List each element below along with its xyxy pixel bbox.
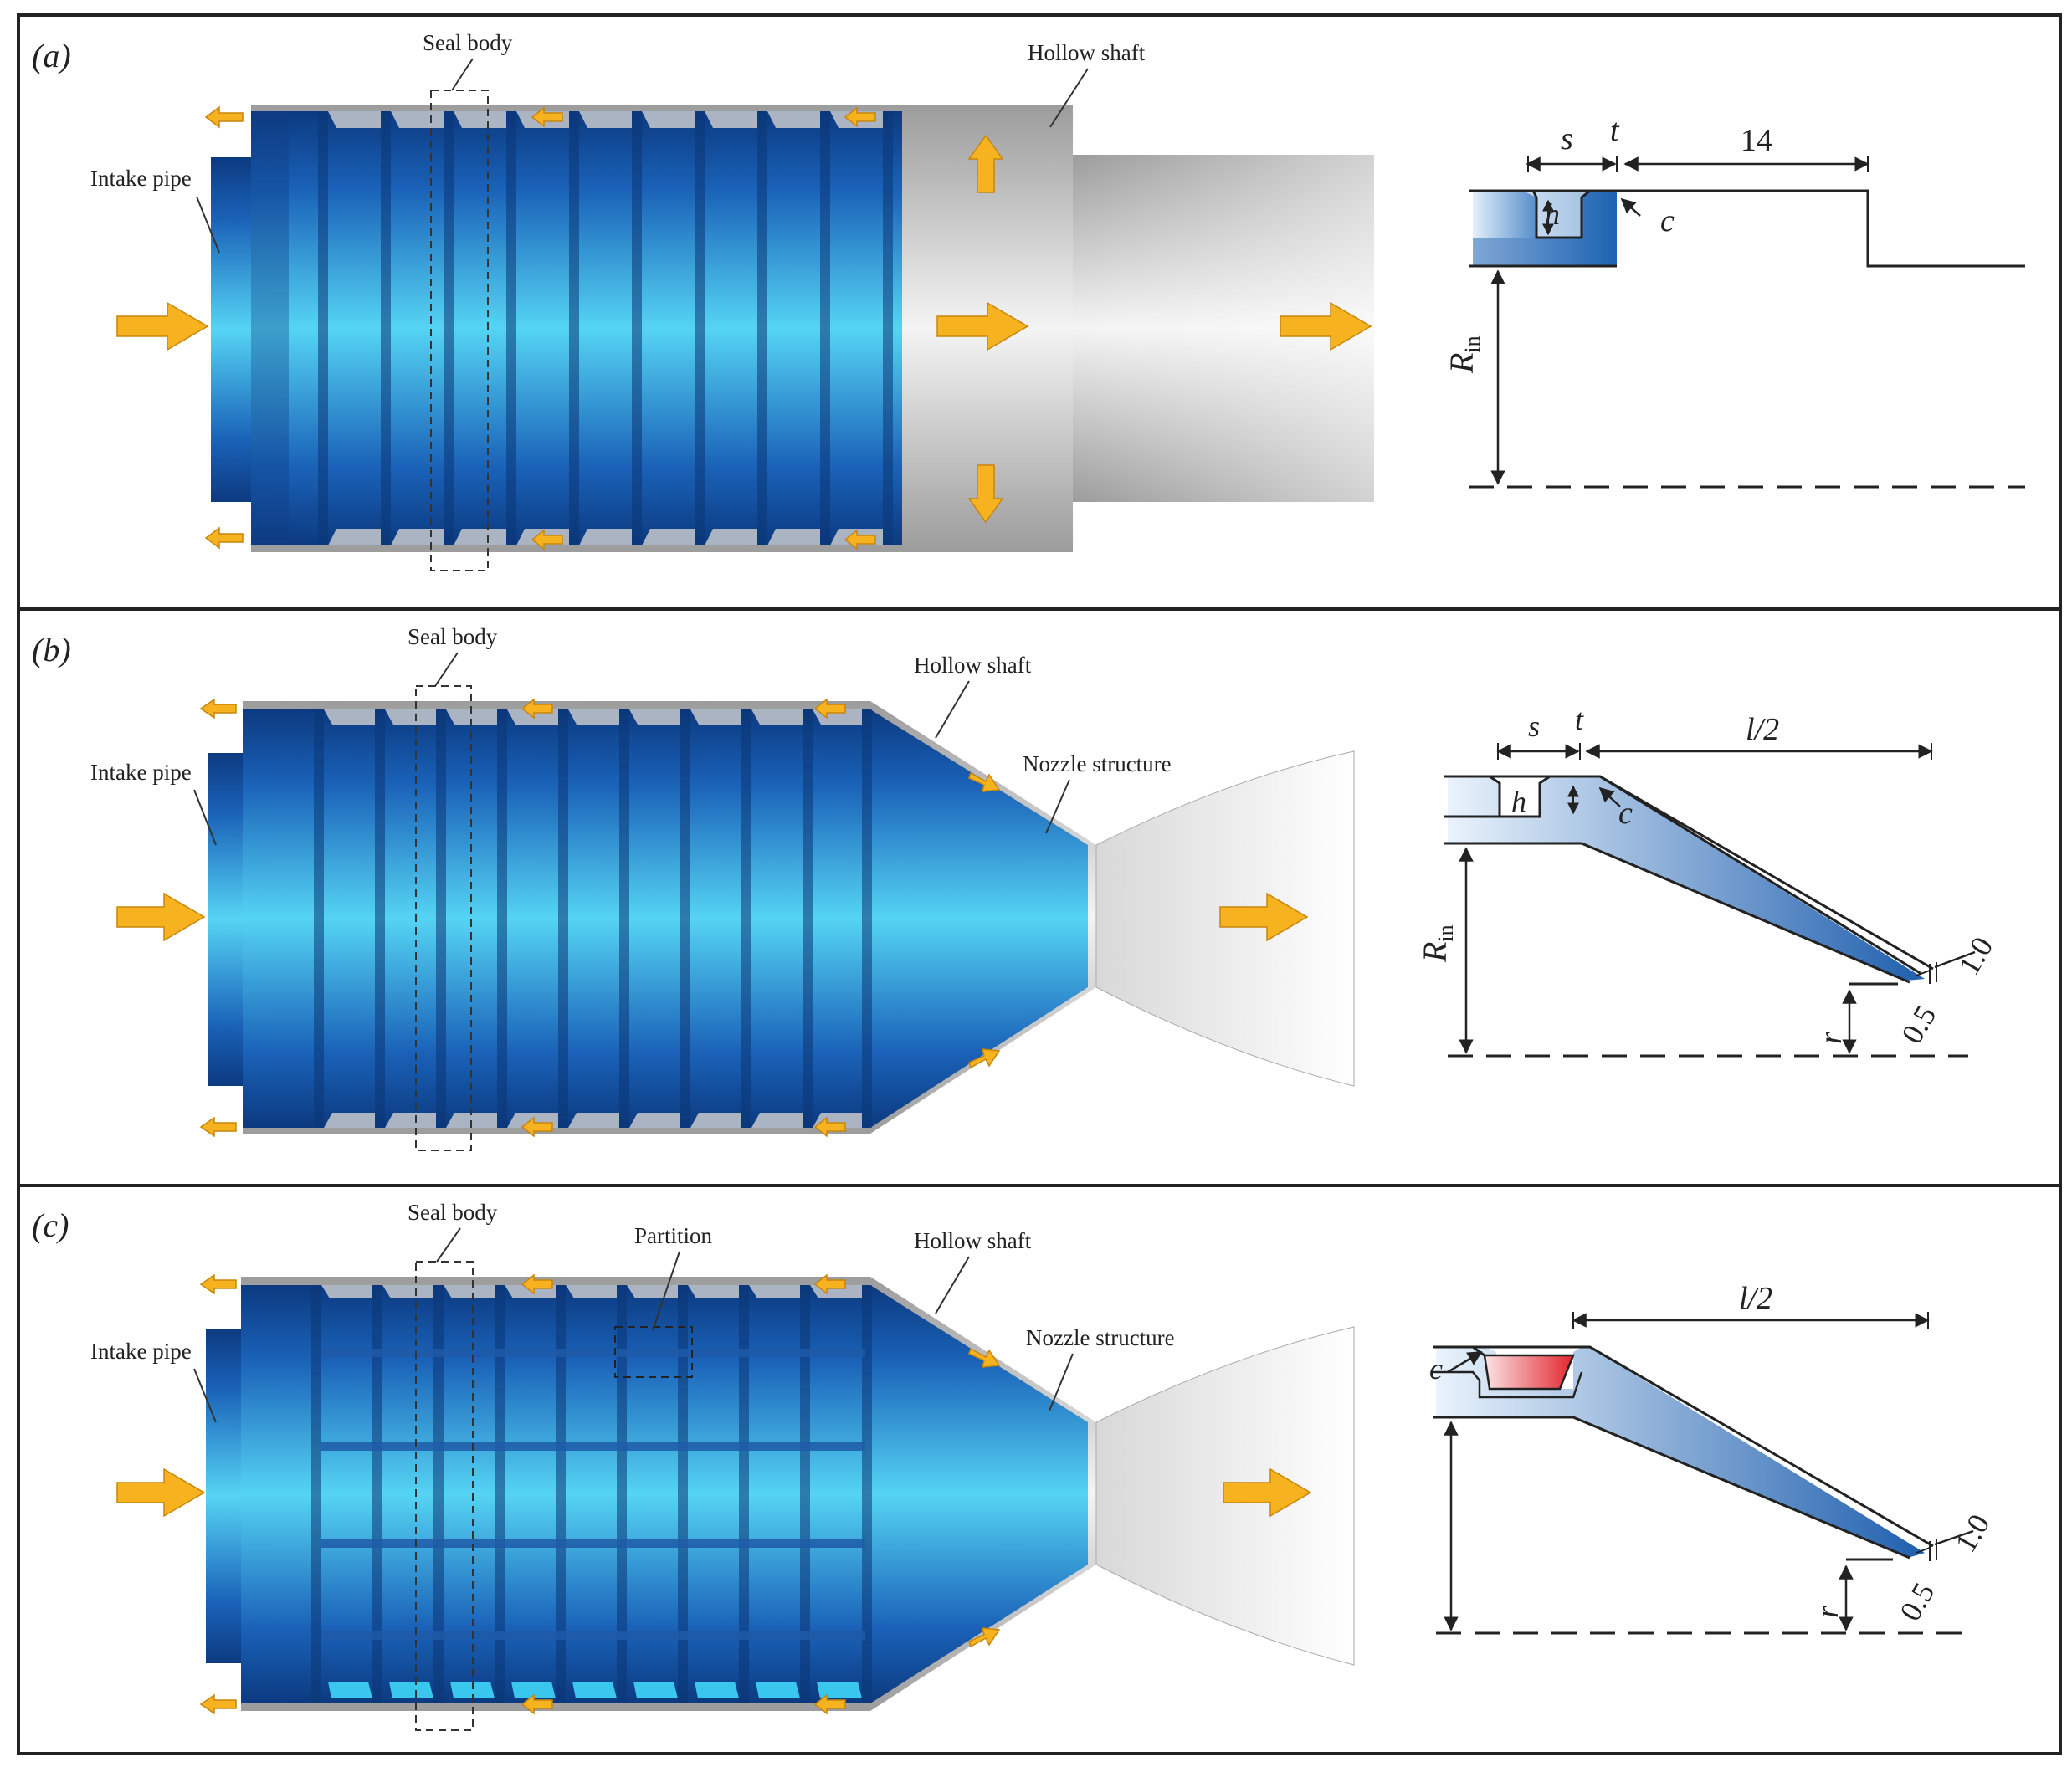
panel-b: (b)	[32, 624, 1999, 1151]
panel-tag: (b)	[32, 631, 71, 668]
seal-body-highlight	[415, 685, 472, 1151]
flow-arrows	[116, 698, 1309, 1138]
dim-h: h	[1545, 197, 1560, 231]
label-seal-body: Seal body	[408, 624, 498, 649]
arrow-icon	[844, 529, 876, 551]
label-intake-pipe: Intake pipe	[90, 1339, 192, 1364]
arrow-icon	[116, 301, 209, 351]
arrow-icon	[936, 301, 1029, 351]
dim-s: s	[1561, 121, 1573, 156]
arrow-icon	[1280, 301, 1372, 351]
arrow-icon	[521, 1116, 553, 1138]
label-seal-body: Seal body	[423, 30, 513, 55]
intake-pipe	[206, 1329, 244, 1663]
arrow-icon	[968, 1048, 1001, 1069]
dim-r: r	[1813, 1032, 1849, 1044]
seal-body-highlight	[415, 1261, 474, 1731]
arrow-icon	[968, 1347, 1001, 1368]
label-seal-body: Seal body	[408, 1200, 498, 1225]
dim-r: r	[1810, 1606, 1845, 1618]
dim-t: t	[1610, 113, 1620, 148]
dim-s: s	[1528, 709, 1540, 743]
schematic-c: l/2 c r 1.0 0.5	[1429, 1281, 1996, 1635]
arrow-icon	[813, 1273, 846, 1295]
red-seal	[1483, 1354, 1575, 1391]
dim-t: t	[1575, 703, 1584, 736]
dim-l2: l/2	[1746, 712, 1779, 747]
dim-c: c	[1660, 203, 1675, 238]
label-hollow-shaft: Hollow shaft	[914, 1228, 1032, 1253]
arrow-icon	[967, 464, 1004, 524]
arrow-icon	[531, 106, 563, 128]
arrow-icon	[204, 105, 244, 129]
arrow-icon	[116, 1467, 206, 1518]
intake-pipe	[211, 157, 253, 502]
dim-c: c	[1429, 1352, 1443, 1385]
dim-c: c	[1618, 796, 1633, 831]
arrow-icon	[968, 1627, 1001, 1648]
seal-body-core	[243, 709, 870, 1128]
arrow-icon	[199, 1116, 237, 1138]
arrow-icon	[204, 526, 244, 550]
label-intake-pipe: Intake pipe	[90, 166, 192, 191]
dim-14: 14	[1741, 123, 1772, 158]
dim-1-0: 1.0	[1951, 931, 1999, 981]
arrow-icon	[813, 698, 846, 720]
label-nozzle: Nozzle structure	[1026, 1325, 1175, 1350]
seal-fins	[314, 709, 872, 1128]
panel-a: (a)	[32, 30, 2025, 571]
arrow-icon	[967, 134, 1004, 193]
label-nozzle: Nozzle structure	[1023, 751, 1172, 776]
dim-h: h	[1511, 785, 1526, 818]
figure-frame	[17, 13, 2062, 1755]
seal-body-highlight	[430, 90, 489, 571]
panel-tag: (a)	[32, 37, 71, 74]
arrow-icon	[116, 892, 206, 942]
label-hollow-shaft: Hollow shaft	[914, 653, 1032, 678]
arrow-icon	[844, 106, 876, 128]
arrow-icon	[521, 1273, 553, 1295]
arrow-icon	[968, 771, 1001, 792]
panel-c: (c)	[32, 1200, 1996, 1731]
dim-1-0: 1.0	[1948, 1508, 1996, 1558]
dim-0-5: 0.5	[1893, 1577, 1941, 1626]
arrow-icon	[813, 1116, 846, 1138]
partition-grid	[311, 1285, 872, 1703]
dim-l2: l/2	[1739, 1281, 1772, 1316]
nozzle-structure	[870, 709, 1088, 1128]
arrow-icon	[199, 698, 237, 720]
schematic-b: s t l/2 h c Rin r 1.0 0.5	[1416, 703, 1999, 1058]
arrow-icon	[521, 1693, 553, 1715]
seal-fins	[318, 111, 893, 545]
nozzle-structure	[870, 1285, 1088, 1703]
flow-arrows	[116, 105, 1372, 551]
panel-tag: (c)	[32, 1206, 69, 1244]
label-hollow-shaft: Hollow shaft	[1028, 40, 1146, 65]
intake-pipe	[208, 753, 245, 1086]
arrow-icon	[813, 1693, 846, 1715]
label-partition: Partition	[634, 1223, 712, 1248]
dim-rin: Rin	[1416, 924, 1458, 963]
flow-arrows	[116, 1273, 1312, 1715]
dim-rin: Rin	[1443, 335, 1485, 374]
arrow-icon	[199, 1273, 237, 1295]
arrow-icon	[531, 529, 563, 551]
arrow-icon	[199, 1693, 237, 1715]
label-intake-pipe: Intake pipe	[90, 760, 192, 785]
arrow-icon	[1219, 892, 1309, 942]
arrow-icon	[1223, 1467, 1312, 1518]
dim-0-5: 0.5	[1895, 1000, 1942, 1049]
arrow-icon	[521, 698, 553, 720]
schematic-a: s t 14 h c Rin	[1443, 113, 2025, 489]
